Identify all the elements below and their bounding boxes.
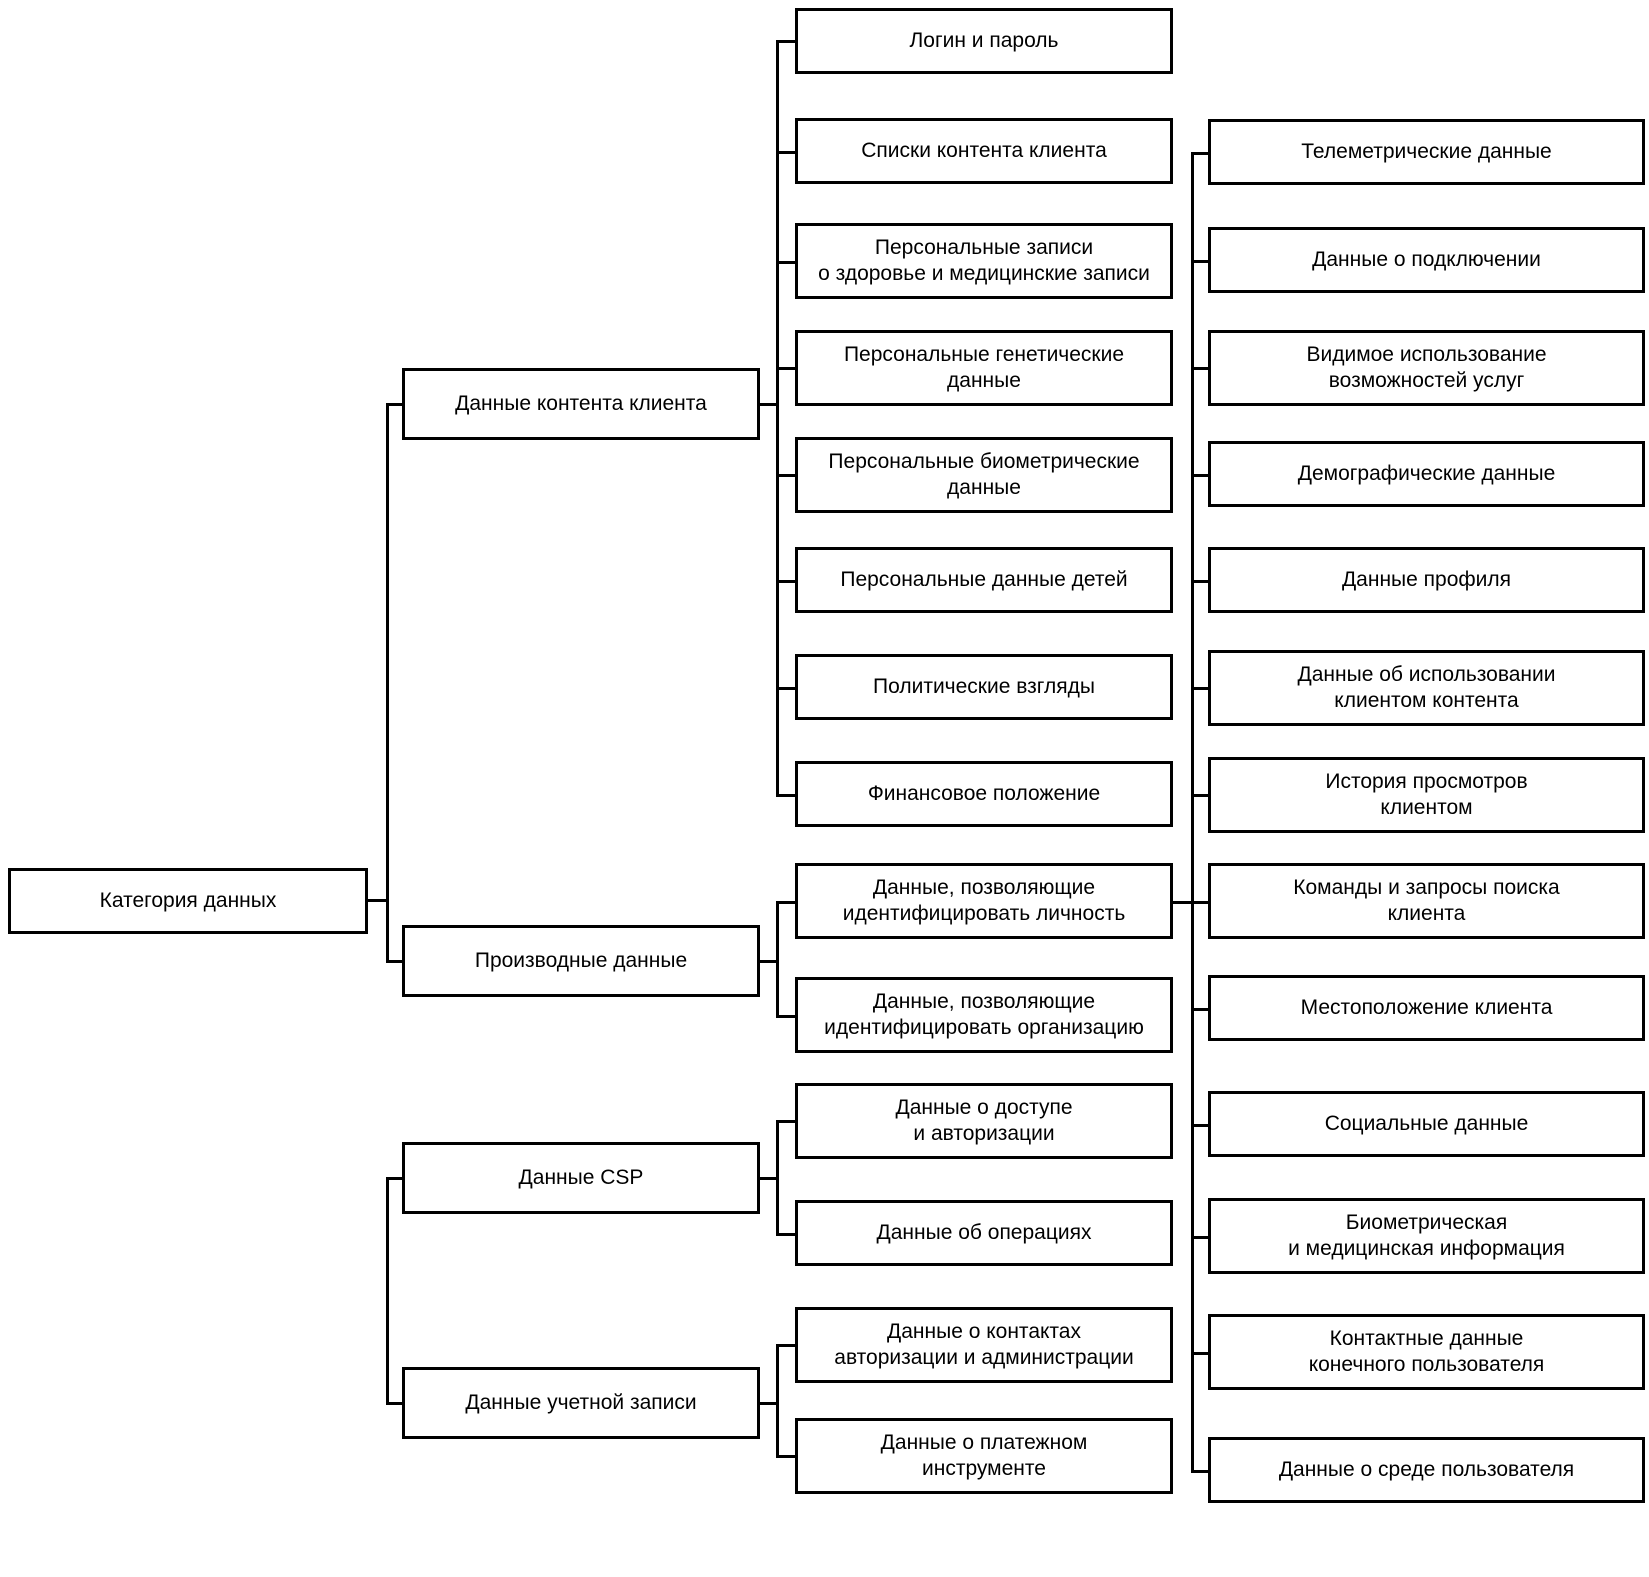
node-viewing-history[interactable]: История просмотров клиентом — [1208, 757, 1645, 833]
connector-account-out — [760, 1402, 778, 1405]
connector-derived-detail-bus — [1191, 152, 1194, 1472]
node-authorization-admin-contacts[interactable]: Данные о контактах авторизации и админис… — [795, 1307, 1173, 1383]
node-customer-location[interactable]: Местоположение клиента — [1208, 975, 1645, 1041]
connector-content-child-2 — [776, 151, 798, 154]
node-search-commands-queries[interactable]: Команды и запросы поиска клиента — [1208, 863, 1645, 939]
connector-detail-child-5 — [1191, 580, 1211, 583]
node-pii-identify-organization[interactable]: Данные, позволяющие идентифицировать орг… — [795, 977, 1173, 1053]
connector-csp-bus — [776, 1120, 779, 1233]
connector-detail-child-4 — [1191, 474, 1211, 477]
connector-detail-child-11 — [1191, 1236, 1211, 1239]
node-pii-identify-person[interactable]: Данные, позволяющие идентифицировать лич… — [795, 863, 1173, 939]
connector-content-child-3 — [776, 261, 798, 264]
connector-root-out — [368, 899, 388, 902]
connector-content-child-6 — [776, 580, 798, 583]
connector-root-spine — [386, 403, 389, 963]
connector-detail-child-3 — [1191, 367, 1211, 370]
connector-csp-out — [760, 1177, 778, 1180]
node-end-user-contact-data[interactable]: Контактные данные конечного пользователя — [1208, 1314, 1645, 1390]
connector-detail-child-8 — [1191, 901, 1211, 904]
connector-detail-child-1 — [1191, 152, 1211, 155]
connector-to-content — [386, 403, 404, 406]
node-root-category[interactable]: Категория данных — [8, 868, 368, 934]
connector-detail-child-7 — [1191, 794, 1211, 797]
node-biometric-medical-info[interactable]: Биометрическая и медицинская информация — [1208, 1198, 1645, 1274]
node-customer-content-data[interactable]: Данные контента клиента — [402, 368, 760, 440]
connector-derived-bus — [776, 901, 779, 1018]
node-demographic-data[interactable]: Демографические данные — [1208, 441, 1645, 507]
node-connection-data[interactable]: Данные о подключении — [1208, 227, 1645, 293]
node-children-personal-data[interactable]: Персональные данные детей — [795, 547, 1173, 613]
connector-account-child-2 — [776, 1455, 798, 1458]
node-visible-service-usage[interactable]: Видимое использование возможностей услуг — [1208, 330, 1645, 406]
connector-account-child-1 — [776, 1344, 798, 1347]
connector-lower-spine — [386, 1177, 389, 1405]
node-access-authorization-data[interactable]: Данные о доступе и авторизации — [795, 1083, 1173, 1159]
node-payment-instrument-data[interactable]: Данные о платежном инструменте — [795, 1418, 1173, 1494]
connector-csp-child-2 — [776, 1233, 798, 1236]
connector-derived-child-1 — [776, 901, 798, 904]
node-customer-content-lists[interactable]: Списки контента клиента — [795, 118, 1173, 184]
node-account-data[interactable]: Данные учетной записи — [402, 1367, 760, 1439]
connector-detail-child-13 — [1191, 1470, 1211, 1473]
node-personal-biometric-data[interactable]: Персональные биометрические данные — [795, 437, 1173, 513]
connector-detail-child-12 — [1191, 1352, 1211, 1355]
connector-to-account — [386, 1402, 404, 1405]
node-csp-data[interactable]: Данные CSP — [402, 1142, 760, 1214]
connector-detail-child-2 — [1191, 260, 1211, 263]
connector-to-derived — [386, 960, 404, 963]
connector-content-child-5 — [776, 474, 798, 477]
node-telemetry-data[interactable]: Телеметрические данные — [1208, 119, 1645, 185]
connector-content-child-8 — [776, 794, 798, 797]
node-personal-health-records[interactable]: Персональные записи о здоровье и медицин… — [795, 223, 1173, 299]
connector-content-child-4 — [776, 367, 798, 370]
node-personal-genetic-data[interactable]: Персональные генетические данные — [795, 330, 1173, 406]
node-operations-data[interactable]: Данные об операциях — [795, 1200, 1173, 1266]
connector-derived-out — [760, 960, 778, 963]
connector-content-child-7 — [776, 687, 798, 690]
connector-csp-child-1 — [776, 1120, 798, 1123]
connector-content-bus — [776, 40, 779, 796]
connector-to-csp — [386, 1177, 404, 1180]
node-user-environment-data[interactable]: Данные о среде пользователя — [1208, 1437, 1645, 1503]
node-derived-data[interactable]: Производные данные — [402, 925, 760, 997]
node-financial-position[interactable]: Финансовое положение — [795, 761, 1173, 827]
connector-detail-child-6 — [1191, 687, 1211, 690]
connector-detail-child-10 — [1191, 1124, 1211, 1127]
connector-content-out — [760, 403, 778, 406]
connector-account-bus — [776, 1344, 779, 1458]
node-content-usage-data[interactable]: Данные об использовании клиентом контент… — [1208, 650, 1645, 726]
connector-derived-child-2 — [776, 1015, 798, 1018]
connector-detail-child-9 — [1191, 1008, 1211, 1011]
node-login-password[interactable]: Логин и пароль — [795, 8, 1173, 74]
node-political-views[interactable]: Политические взгляды — [795, 654, 1173, 720]
connector-content-child-1 — [776, 40, 798, 43]
connector-derived-detail-out — [1173, 901, 1193, 904]
node-profile-data[interactable]: Данные профиля — [1208, 547, 1645, 613]
node-social-data[interactable]: Социальные данные — [1208, 1091, 1645, 1157]
